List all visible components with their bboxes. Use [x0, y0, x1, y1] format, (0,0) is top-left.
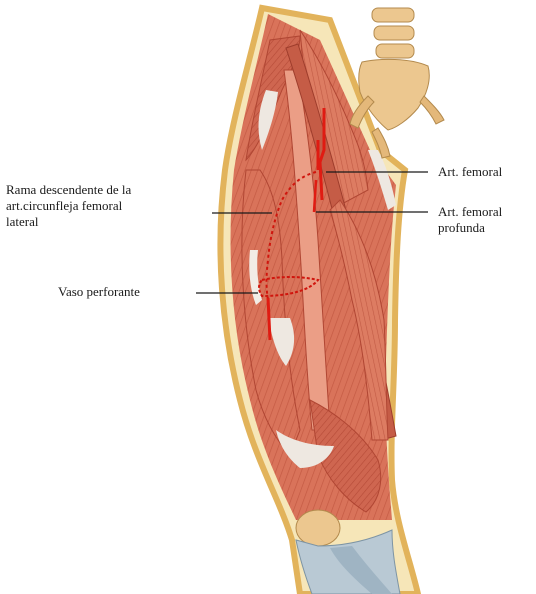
- label-rama-descendente-line-1: Rama descendente de la: [6, 182, 131, 198]
- label-art-femoral-profunda: Art. femoral profunda: [438, 204, 502, 236]
- label-vaso-perforante: Vaso perforante: [58, 284, 140, 300]
- label-rama-descendente-line-2: art.circunfleja femoral: [6, 198, 131, 214]
- label-art-femoral-profunda-line-2: profunda: [438, 220, 502, 236]
- label-rama-descendente-line-3: lateral: [6, 214, 131, 230]
- label-art-femoral-line-1: Art. femoral: [438, 164, 502, 180]
- label-rama-descendente: Rama descendente de la art.circunfleja f…: [6, 182, 131, 230]
- label-vaso-perforante-line-1: Vaso perforante: [58, 284, 140, 300]
- label-art-femoral-profunda-line-1: Art. femoral: [438, 204, 502, 220]
- label-art-femoral: Art. femoral: [438, 164, 502, 180]
